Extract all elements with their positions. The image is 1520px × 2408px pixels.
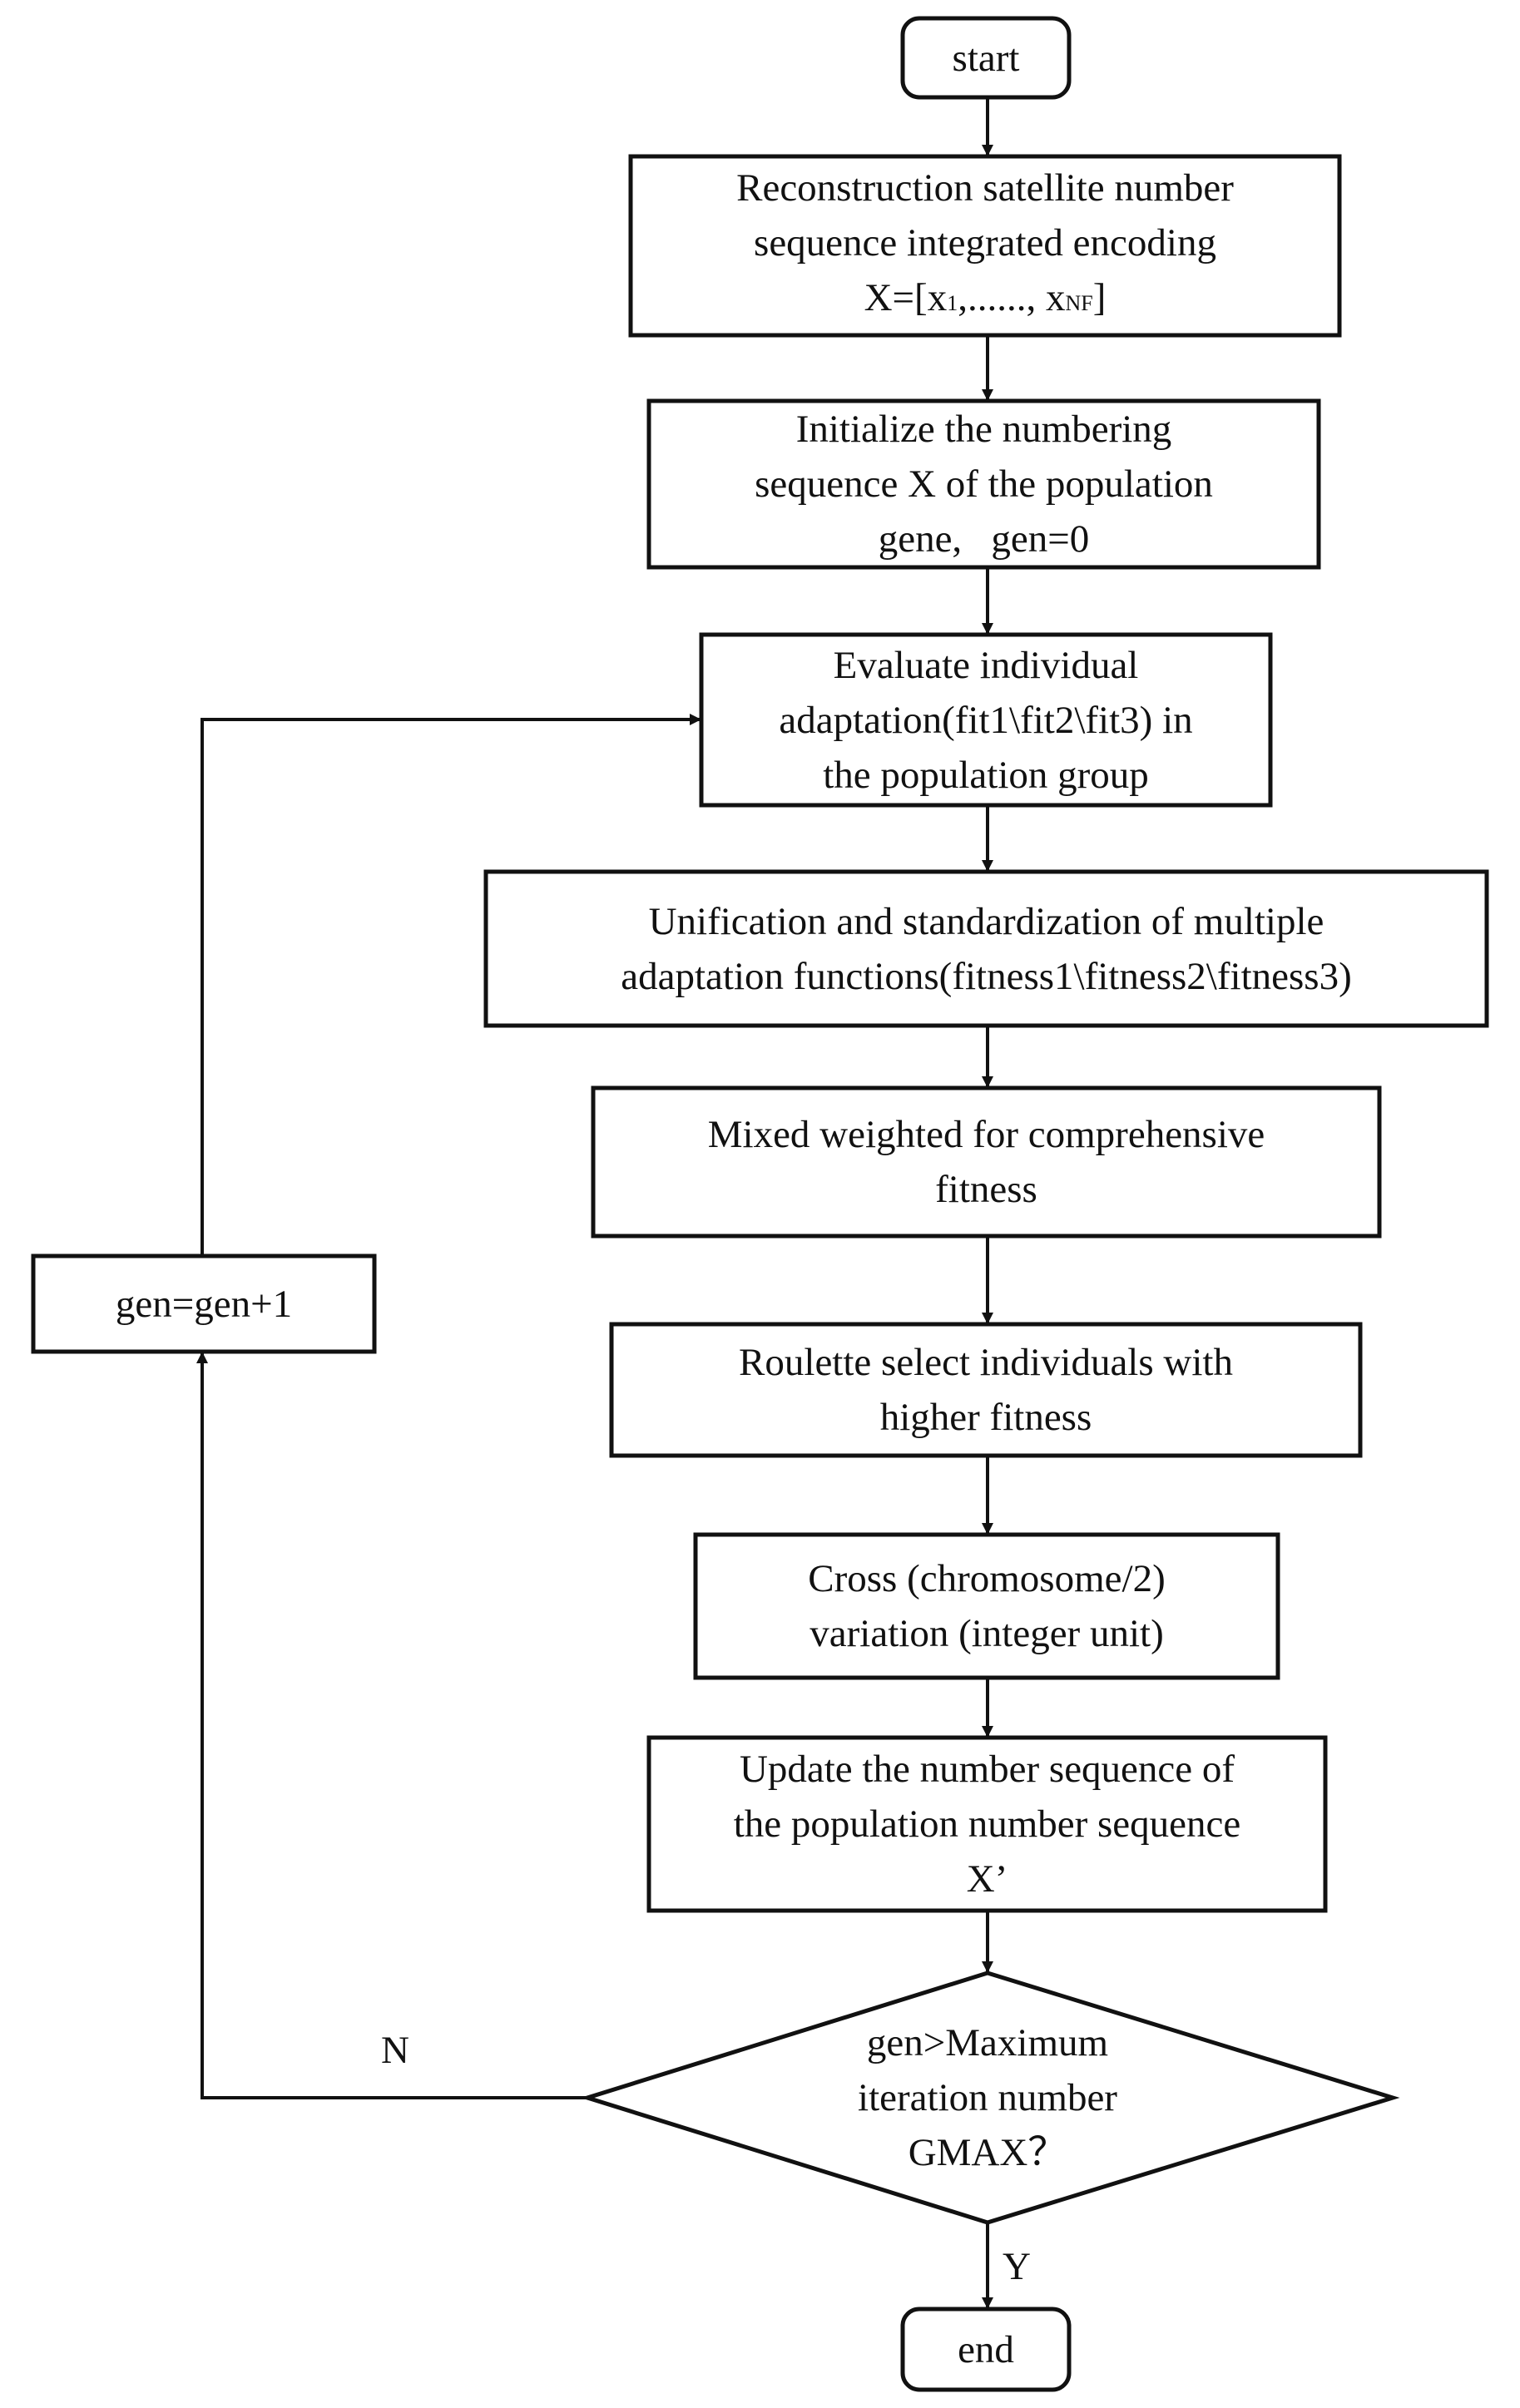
encode-node-shape bbox=[628, 154, 1342, 338]
roulette-line-2: higher fitness bbox=[879, 1396, 1092, 1439]
update-node: Update the number sequence of the popula… bbox=[649, 1738, 1325, 1911]
evaluate-node: Evaluate individual adaptation(fit1\fit2… bbox=[701, 635, 1270, 805]
init-line-2: sequence X of the population bbox=[755, 462, 1213, 506]
cross-line-2: variation (integer unit) bbox=[810, 1612, 1164, 1655]
decision-line-2: iteration number bbox=[858, 2076, 1117, 2119]
unify-line-2: adaptation functions(fitness1\fitness2\f… bbox=[621, 954, 1352, 998]
end-label: end bbox=[958, 2327, 1014, 2371]
encode-formula-suffix: ] bbox=[1092, 276, 1107, 319]
cross-node-shape bbox=[693, 1532, 1280, 1680]
update-line-3: X’ bbox=[966, 1857, 1008, 1901]
increment-node-shape bbox=[31, 1253, 377, 1354]
arrow-increment-to-evaluate bbox=[201, 714, 701, 1256]
mixed-node: Mixed weighted for comprehensive fitness bbox=[593, 1088, 1379, 1236]
decision-node: gen>Maximum iteration number GMAX？ bbox=[749, 2015, 1226, 2181]
init-line-1: Initialize the numbering bbox=[795, 408, 1172, 451]
update-line-1: Update the number sequence of bbox=[739, 1748, 1235, 1791]
evaluate-line-1: Evaluate individual bbox=[833, 643, 1139, 687]
unify-line-1: Unification and standardization of multi… bbox=[648, 899, 1324, 943]
arrow-decision-no-to-increment bbox=[196, 1352, 587, 2099]
init-node-shape bbox=[646, 398, 1321, 570]
encode-formula-sub-1: 1 bbox=[947, 291, 958, 315]
roulette-node: Roulette select individuals with higher … bbox=[611, 1324, 1360, 1456]
decision-line-1: gen>Maximum bbox=[866, 2021, 1109, 2064]
encode-formula-prefix: X=[x bbox=[864, 276, 948, 319]
evaluate-node-shape bbox=[699, 632, 1273, 808]
edge-label-yes: Y bbox=[1003, 2245, 1031, 2288]
roulette-line-1: Roulette select individuals with bbox=[739, 1341, 1233, 1384]
update-node-shape bbox=[646, 1735, 1328, 1913]
evaluate-line-2: adaptation(fit1\fit2\fit3) in bbox=[779, 698, 1193, 742]
evaluate-line-3: the population group bbox=[823, 753, 1149, 797]
mixed-line-2: fitness bbox=[935, 1168, 1037, 1211]
mixed-line-1: Mixed weighted for comprehensive bbox=[707, 1113, 1265, 1156]
cross-node: Cross (chromosome/2) variation (integer … bbox=[696, 1535, 1278, 1678]
start-label: start bbox=[952, 36, 1020, 80]
encode-line-2: sequence integrated encoding bbox=[754, 221, 1216, 265]
unify-node: Unification and standardization of multi… bbox=[486, 872, 1487, 1026]
end-node-shape bbox=[900, 2307, 1072, 2392]
encode-node: Reconstruction satellite number sequence… bbox=[631, 156, 1339, 335]
decision-line-3: GMAX？ bbox=[908, 2131, 1067, 2174]
encode-formula-sub-nf: NF bbox=[1065, 291, 1093, 315]
init-node: Initialize the numbering sequence X of t… bbox=[649, 401, 1319, 567]
encode-line-1: Reconstruction satellite number bbox=[736, 166, 1234, 210]
increment-label: gen=gen+1 bbox=[115, 1282, 293, 1326]
start-node: start bbox=[903, 18, 1069, 97]
cross-line-1: Cross (chromosome/2) bbox=[808, 1557, 1166, 1600]
encode-line-3: X=[x1,......, xNF] bbox=[864, 270, 1107, 331]
update-line-2: the population number sequence bbox=[733, 1802, 1241, 1846]
edge-label-no: N bbox=[381, 2029, 409, 2072]
init-line-3: gene, gen=0 bbox=[878, 517, 1090, 561]
end-node: end bbox=[903, 2309, 1069, 2390]
increment-node: gen=gen+1 bbox=[33, 1256, 374, 1352]
encode-formula-mid: ,......, x bbox=[958, 276, 1066, 319]
